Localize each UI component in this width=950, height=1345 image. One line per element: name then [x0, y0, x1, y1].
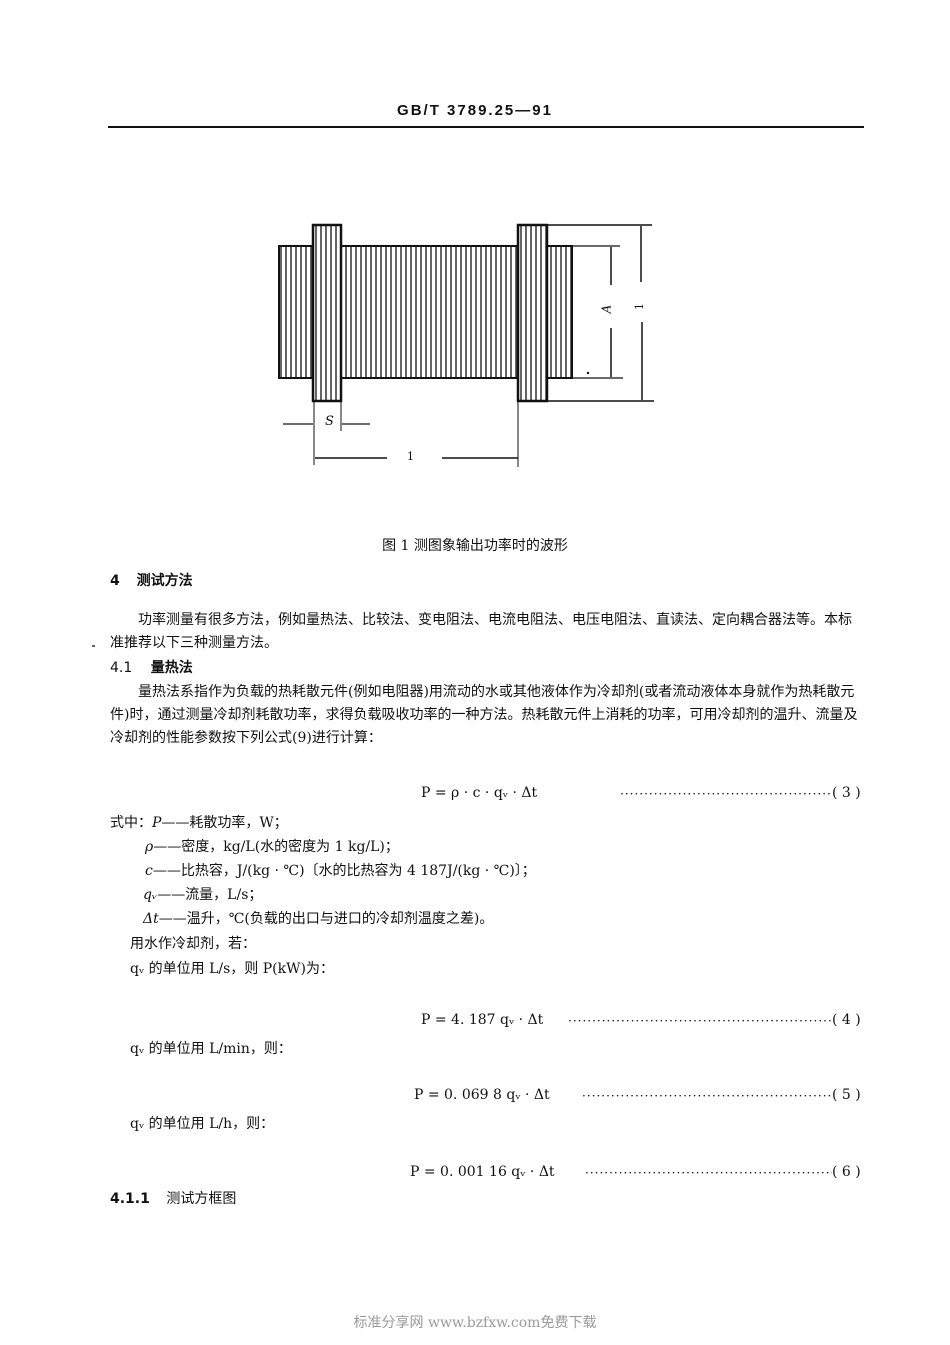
definition-p: 式中：P——耗散功率，W；: [110, 812, 288, 832]
dimension-label-s: S: [325, 414, 334, 429]
symbol-delta-t: Δt: [143, 911, 159, 927]
definition-qv: qᵥ——流量，L/s；: [143, 884, 262, 904]
standard-number-header: GB/T 3789.25—91: [397, 102, 553, 119]
dimension-label-a: A: [599, 304, 614, 314]
equation-4-number: ( 4 ): [832, 1012, 861, 1028]
equation-4-leader: ········································…: [568, 1014, 832, 1028]
section-4-1-1-heading: 4.1.1 测试方框图: [110, 1188, 236, 1208]
symbol-c: c: [145, 863, 153, 879]
equation-3-leader: ········································…: [620, 787, 832, 801]
definition-c-text: ——比热容，J/(kg · ℃)〔水的比热容为 4 187J/(kg · ℃)〕…: [152, 863, 536, 879]
section-4-1-title: 量热法: [150, 660, 193, 676]
definition-p-text: ——耗散功率，W；: [161, 815, 288, 831]
equation-3-number: ( 3 ): [832, 785, 861, 801]
figure-1-diagram: S 1 A 1: [270, 210, 670, 474]
unit-lh-condition: qᵥ 的单位用 L/h，则：: [130, 1116, 275, 1132]
definition-rho: ρ——密度，kg/L(水的密度为 1 kg/L)；: [145, 836, 399, 856]
watermark-footer: 标准分享网 www.bzfxw.com免费下载: [353, 1315, 597, 1331]
section-4-1-1-number: 4.1.1: [110, 1191, 150, 1207]
section-4-number: 4: [110, 573, 120, 589]
dimension-label-height: 1: [633, 303, 646, 310]
section-4-intro: 功率测量有很多方法，例如量热法、比较法、变电阻法、电流电阻法、电压电阻法、直读法…: [110, 612, 852, 651]
symbol-rho: ρ: [145, 839, 154, 855]
equation-4: P = 4. 187 qᵥ · Δt: [421, 1012, 544, 1028]
equation-6-number: ( 6 ): [832, 1164, 861, 1180]
definition-delta-t-text: ——温升，℃(负载的出口与进口的冷却剂温度之差)。: [158, 911, 494, 927]
section-4-1-paragraph: 量热法系指作为负载的热耗散元件(例如电阻器)用流动的水或其他液体作为冷却剂(或者…: [110, 684, 858, 746]
equation-5: P = 0. 069 8 qᵥ · Δt: [414, 1087, 550, 1103]
section-4-heading: 4 测试方法: [110, 570, 193, 590]
section-4-1-heading: 4.1 量热法: [110, 657, 193, 677]
definition-qv-text: ——流量，L/s；: [157, 887, 263, 903]
definition-c: c——比热容，J/(kg · ℃)〔水的比热容为 4 187J/(kg · ℃)…: [145, 860, 536, 880]
unit-lmin-condition: qᵥ 的单位用 L/min，则：: [130, 1041, 292, 1057]
definitions-lead: 式中：: [110, 815, 152, 831]
dimension-label-length: 1: [407, 450, 414, 463]
header-rule: [108, 126, 864, 128]
equation-6: P = 0. 001 16 qᵥ · Δt: [410, 1164, 555, 1180]
water-coolant-condition: 用水作冷却剂，若：: [130, 936, 256, 952]
symbol-qv: qᵥ: [143, 887, 158, 903]
scan-speck: [92, 645, 95, 647]
equation-6-leader: ········································…: [585, 1166, 832, 1180]
equation-5-leader: ········································…: [582, 1089, 832, 1103]
section-4-title: 测试方法: [136, 573, 193, 589]
equation-3: P = ρ · c · qᵥ · Δt: [421, 785, 538, 801]
definition-delta-t: Δt——温升，℃(负载的出口与进口的冷却剂温度之差)。: [143, 908, 493, 928]
section-4-1-1-title: 测试方框图: [166, 1191, 237, 1207]
symbol-p: P: [152, 815, 162, 831]
unit-ls-condition: qᵥ 的单位用 L/s，则 P(kW)为：: [130, 961, 334, 977]
section-4-1-number: 4.1: [110, 660, 133, 676]
figure-caption: 图 1 测图象输出功率时的波形: [382, 538, 568, 554]
definition-rho-text: ——密度，kg/L(水的密度为 1 kg/L)；: [153, 839, 399, 855]
equation-5-number: ( 5 ): [832, 1087, 861, 1103]
